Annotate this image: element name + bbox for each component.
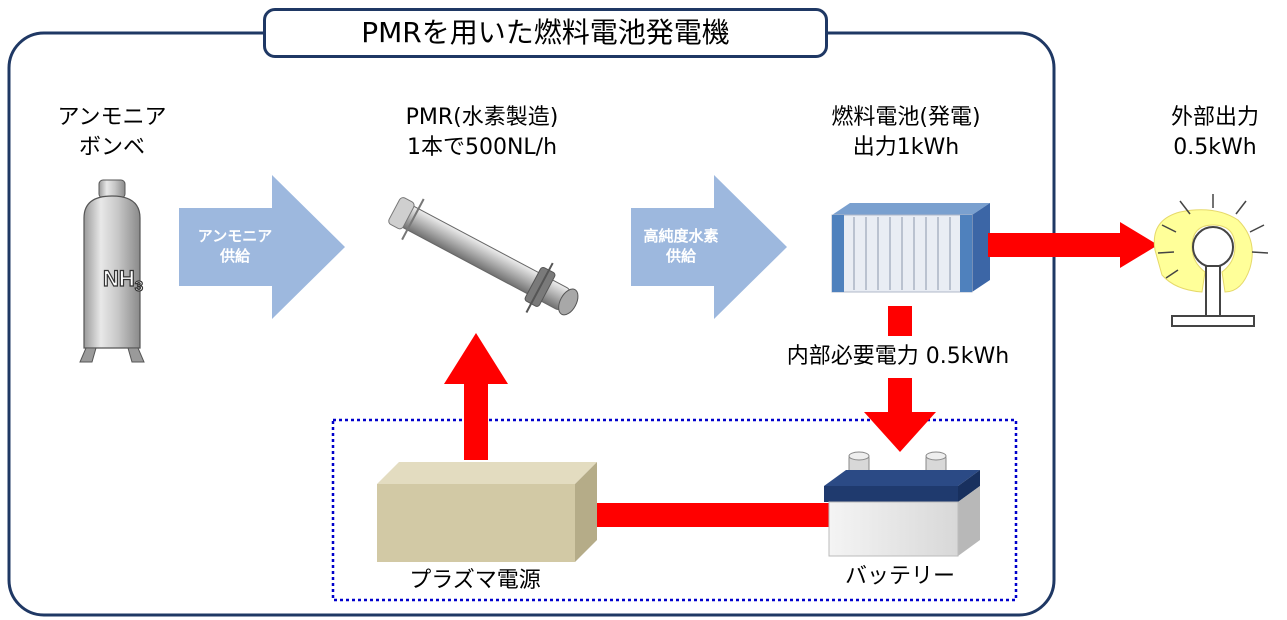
- pmr-label-line2: 1本で500NL/h: [406, 135, 558, 160]
- pmr-label: PMR(水素製造) 1本で500NL/h: [352, 103, 612, 163]
- external-output-line1: 外部出力: [1170, 105, 1259, 130]
- cylinder-label-line2: ボンベ: [78, 135, 145, 160]
- ammonia-supply-label: アンモニア 供給: [190, 226, 280, 266]
- cylinder-label-line1: アンモニア: [57, 105, 167, 130]
- external-output-arrow: [988, 222, 1158, 268]
- battery-icon: [824, 451, 980, 557]
- battery-label: バッテリー: [844, 564, 955, 589]
- fuel-cell-label-line2: 出力1kWh: [852, 135, 960, 160]
- plasma-power-label: プラズマ電源: [409, 568, 541, 593]
- hydrogen-supply-line1: 高純度水素: [643, 227, 719, 245]
- nh3-formula: NH3: [103, 266, 143, 295]
- plasma-to-pmr-arrow: [444, 333, 508, 460]
- pmr-reactor-icon: [388, 197, 579, 316]
- hydrogen-supply-arrow: [631, 175, 787, 319]
- ammonia-supply-line1: アンモニア: [197, 227, 273, 245]
- cylinder-label: アンモニア ボンベ: [34, 103, 190, 163]
- fuel-cell-label: 燃料電池(発電) 出力1kWh: [806, 103, 1006, 163]
- fuel-cell-stack-icon: [831, 203, 990, 293]
- light-bulb-icon: [1153, 194, 1269, 327]
- plasma-battery-link: [574, 503, 830, 527]
- hydrogen-supply-line2: 供給: [665, 247, 696, 265]
- ammonia-supply-arrow: [179, 175, 345, 319]
- ammonia-cylinder-icon: [79, 179, 145, 363]
- to-battery-arrow: [864, 378, 936, 452]
- internal-power-bar: [888, 306, 912, 336]
- fuel-cell-label-line1: 燃料電池(発電): [831, 105, 981, 130]
- hydrogen-supply-label: 高純度水素 供給: [636, 226, 726, 266]
- ammonia-supply-line2: 供給: [219, 247, 250, 265]
- internal-power-label: 内部必要電力 0.5kWh: [786, 344, 1010, 369]
- external-output-line2: 0.5kWh: [1173, 135, 1257, 160]
- pmr-label-line1: PMR(水素製造): [405, 105, 559, 130]
- external-output-label: 外部出力 0.5kWh: [1150, 103, 1280, 163]
- diagram-title: PMRを用いた燃料電池発電機: [263, 8, 828, 58]
- plasma-power-box-icon: [377, 462, 597, 562]
